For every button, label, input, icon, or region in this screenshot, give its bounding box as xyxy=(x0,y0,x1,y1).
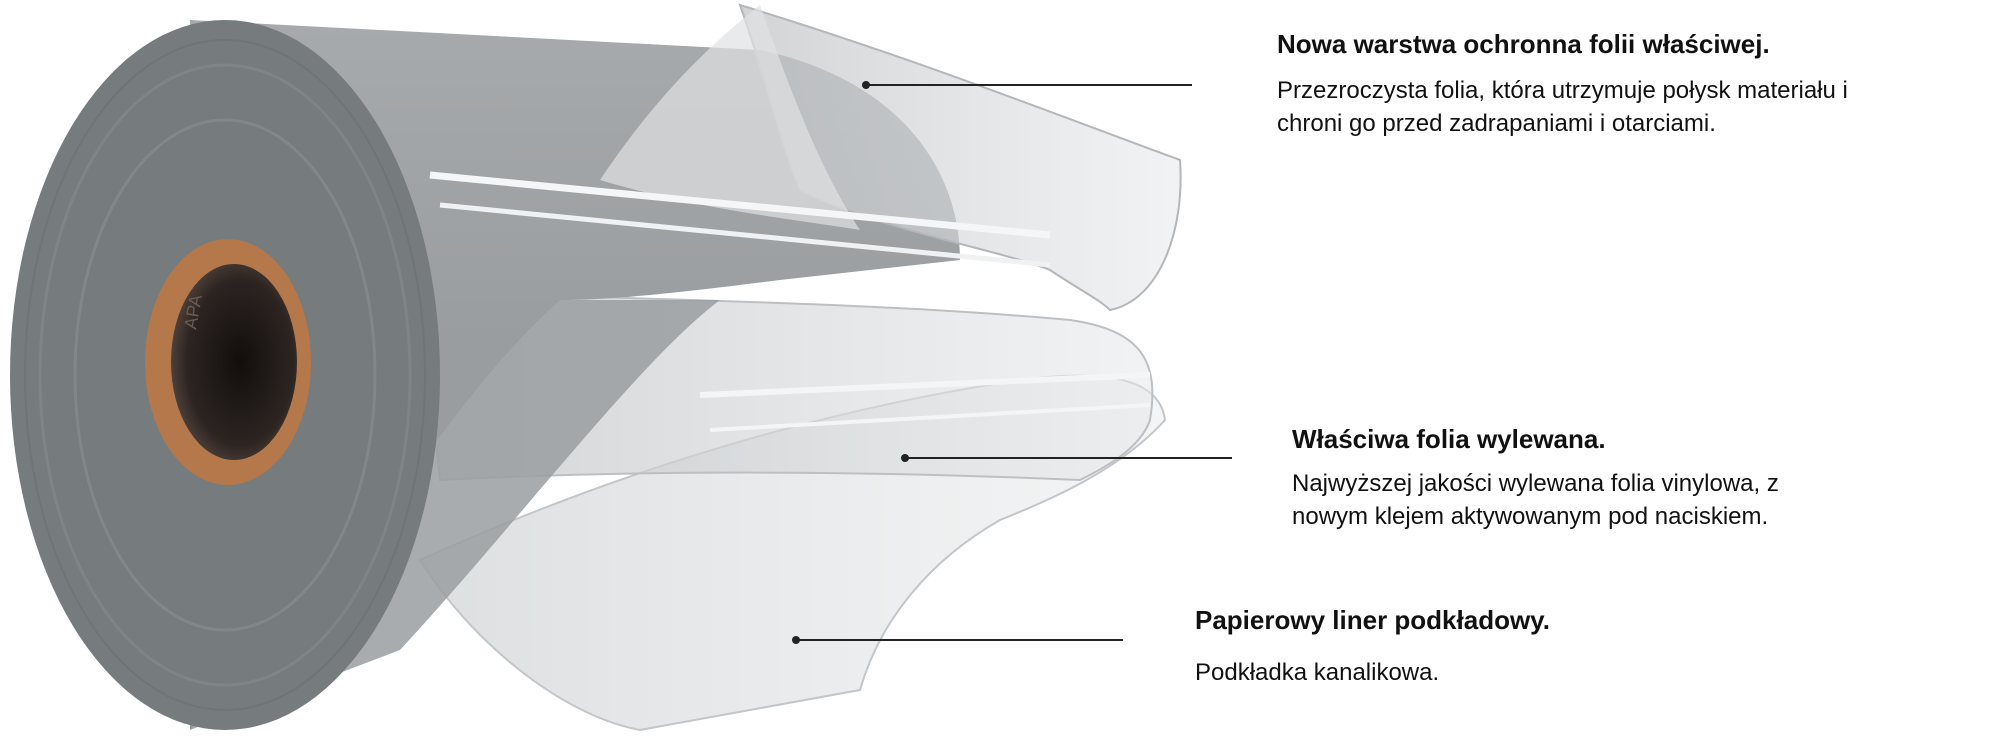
paper-liner-description: Podkładka kanalikowa. xyxy=(1195,659,1440,686)
roll-ring xyxy=(73,118,377,632)
cast-film-label: Właściwa folia wylewana. Najwyższej jako… xyxy=(1292,423,1992,533)
leader-dot-top xyxy=(862,81,870,89)
roll-ring xyxy=(24,39,426,711)
core-hole xyxy=(171,264,297,460)
film-highlight xyxy=(699,372,1151,398)
paper-liner-label: Papierowy liner podkładowy. Podkładka ka… xyxy=(1195,604,1895,689)
protective-laminate-curl xyxy=(600,5,860,230)
protective-layer-description: Przezroczysta folia, która utrzymuje poł… xyxy=(1277,77,1848,137)
leader-dot-middle xyxy=(901,454,909,462)
cast-film-description: Najwyższej jakości wylewana folia vinylo… xyxy=(1292,470,1779,530)
paper-liner-title: Papierowy liner podkładowy. xyxy=(1195,605,1550,635)
laminate-highlight xyxy=(429,171,1051,239)
roll-ring xyxy=(38,63,412,687)
film-highlight xyxy=(709,403,1151,432)
protective-layer-title: Nowa warstwa ochronna folii właściwej. xyxy=(1277,29,1770,59)
laminate-highlight xyxy=(439,202,1051,268)
protective-layer-label: Nowa warstwa ochronna folii właściwej. P… xyxy=(1277,28,1994,140)
leader-dot-bottom xyxy=(792,636,800,644)
cast-film-title: Właściwa folia wylewana. xyxy=(1292,424,1606,454)
